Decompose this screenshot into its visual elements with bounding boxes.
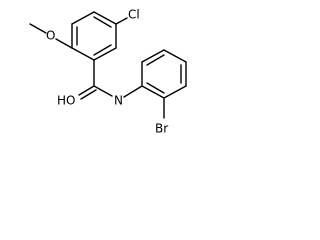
ring-bond — [71, 11, 95, 25]
amide-nitrogen-label: N — [114, 94, 123, 108]
bromine-atom-label: Br — [155, 122, 168, 136]
ring-bond — [141, 85, 165, 99]
carbonyl-bond — [78, 85, 95, 96]
bromobenzene-ring — [141, 49, 187, 99]
n-to-ring-bond — [123, 85, 143, 98]
ring-bond — [93, 47, 117, 61]
carbonyl-oxygen-label: HO — [57, 94, 75, 108]
methyl-bond — [29, 23, 47, 34]
ring-double-bond — [93, 44, 112, 56]
ring-bond — [163, 49, 187, 63]
ring-double-bond — [146, 82, 165, 94]
ring-bond — [163, 85, 187, 99]
chlorine-atom-label: Cl — [128, 8, 140, 22]
methoxy-o-bond — [55, 38, 73, 49]
ring-bond — [93, 11, 117, 25]
ring-bond — [141, 49, 165, 63]
chlorine-bond — [115, 17, 128, 25]
chloro-methoxy-benzene-ring — [71, 11, 117, 61]
carbonyl-double-bond — [80, 89, 97, 100]
chemical-structure-diagram: Cl O HO N Br — [29, 8, 187, 136]
methoxy-oxygen-label: O — [46, 29, 55, 43]
ring-double-bond — [146, 54, 165, 66]
amide-bond — [93, 85, 113, 97]
ring-double-bond — [93, 16, 112, 28]
ring-bond — [71, 47, 95, 61]
